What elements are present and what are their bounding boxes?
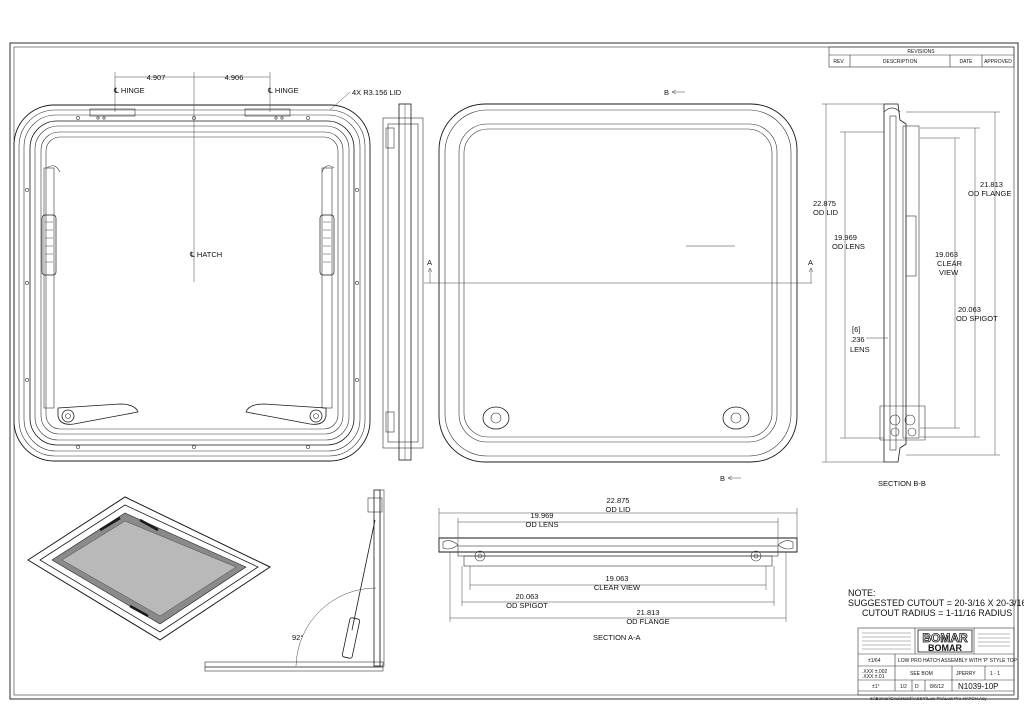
bomar-logo: BOMAR BOMAR — [917, 629, 973, 653]
strut-right — [319, 165, 335, 409]
section-b-od-lid-value: 22.875 — [813, 199, 836, 208]
section-a-right-marker: A — [808, 258, 813, 267]
section-b-od-lid-label: OD LID — [813, 208, 839, 217]
od-spigot-value: 20.063 — [958, 305, 981, 314]
drawing-border — [9, 42, 1019, 700]
section-a-title: SECTION A-A — [593, 633, 641, 642]
drawing-description: LOW PRO HATCH ASSEMBLY WITH 'P' STYLE TO… — [898, 658, 1018, 664]
section-b-od-lens-label: OD LENS — [832, 242, 865, 251]
note-line-1: SUGGESTED CUTOUT = 20-3/16 X 20-3/16 — [848, 598, 1024, 608]
section-a-od-spigot-label: OD SPIGOT — [506, 601, 548, 610]
top-view: 4.907 4.906 ℄ HINGE ℄ HINGE 4X R3.156 LI… — [13, 72, 402, 462]
section-a-clear-view-label: CLEAR VIEW — [594, 583, 641, 592]
screw-holes — [25, 116, 359, 449]
part-number: N1039-10P — [958, 682, 998, 691]
description-column-header: DESCRIPTION — [883, 59, 918, 65]
section-a-a: 22.875 OD LID 19.969 OD LENS 19.063 CLEA… — [438, 496, 798, 642]
hinge-spacing-left: 4.907 — [147, 73, 166, 82]
section-a-od-lid-value: 22.875 — [607, 496, 630, 505]
hinge-spacing-right: 4.906 — [225, 73, 244, 82]
latch-handle-right — [245, 403, 327, 425]
sheet-field: 1 - 1 — [990, 671, 1000, 677]
scale-field: 1/2 — [900, 684, 907, 690]
section-a-od-lens-label: OD LENS — [526, 520, 559, 529]
size-field: D — [915, 684, 919, 690]
latch-handle-left — [57, 403, 139, 425]
section-b-title: SECTION B-B — [878, 479, 926, 488]
hinge-right — [244, 108, 291, 117]
section-a-od-lid-label: OD LID — [605, 505, 631, 514]
clear-view-value: 19.063 — [935, 250, 958, 259]
lens-thickness-label: LENS — [850, 345, 870, 354]
section-a-od-flange-label: OD FLANGE — [626, 617, 669, 626]
section-a-clear-view-value: 19.063 — [606, 574, 629, 583]
bomar-logo-bottom: BOMAR — [928, 643, 962, 653]
rev-column-header: REV. — [833, 59, 844, 65]
title-block: BOMAR BOMAR ±1/64 LOW PRO HATCH ASSEMBLY… — [857, 627, 1018, 701]
side-elevation — [382, 103, 424, 461]
section-b-top-marker: B — [664, 88, 669, 97]
section-b-b: 22.875 OD LID 19.969 OD LENS 21.813 OD F… — [813, 103, 1011, 488]
note-heading: NOTE: — [848, 588, 876, 598]
approved-column-header: APPROVED — [984, 59, 1012, 65]
file-path: S:\Bomar\Gina\Hatch\ASSY\Low Pro\Low Pro… — [870, 696, 987, 701]
strut-left — [41, 165, 61, 409]
tolerance-angle: ±1° — [872, 684, 880, 690]
lid-latch-right — [722, 406, 750, 430]
section-a-left-marker: A — [427, 258, 432, 267]
tolerance-decimal-1: .XXX ±.002 — [862, 669, 887, 675]
lens-thickness-value: .236 — [850, 335, 865, 344]
section-b-od-lens-value: 19.969 — [834, 233, 857, 242]
open-side-view: 92° — [204, 489, 385, 672]
bomar-logo-top: BOMAR — [922, 631, 968, 645]
hinge-center-left: ℄ HINGE — [113, 86, 145, 95]
clear-view-label-1: CLEAR — [937, 259, 963, 268]
revision-block: REVISIONS REV. DESCRIPTION DATE APPROVED — [828, 46, 1015, 68]
section-a-od-spigot-value: 20.063 — [516, 592, 539, 601]
section-b-bottom-marker: B — [720, 474, 725, 483]
date-field: 8/6/12 — [930, 684, 944, 690]
drawn-by-field: JPERRY — [956, 671, 976, 677]
material-field: SEE BOM — [910, 671, 933, 677]
company-info-fineprint — [862, 632, 1010, 650]
section-a-od-lens-value: 19.969 — [531, 511, 554, 520]
note-block: NOTE: SUGGESTED CUTOUT = 20-3/16 X 20-3/… — [848, 588, 1024, 618]
front-view: B B A A — [424, 88, 814, 483]
hatch-centerline-label: ℄ HATCH — [189, 250, 222, 259]
tolerance-fraction: ±1/64 — [868, 658, 881, 664]
date-column-header: DATE — [960, 59, 974, 65]
revisions-title: REVISIONS — [907, 49, 935, 55]
tolerance-decimal-2: .XXX ±.01 — [862, 674, 885, 680]
od-flange-label: OD FLANGE — [968, 189, 1011, 198]
lid-latch-left — [482, 406, 510, 430]
opening-angle: 92° — [292, 633, 303, 642]
od-flange-value: 21.813 — [980, 180, 1003, 189]
hinge-center-right: ℄ HINGE — [267, 86, 299, 95]
clear-view-label-2: VIEW — [939, 268, 959, 277]
lid-radius-note: 4X R3.156 LID — [352, 88, 402, 97]
od-spigot-label: OD SPIGOT — [956, 314, 998, 323]
section-a-od-flange-value: 21.813 — [637, 608, 660, 617]
isometric-view — [27, 496, 272, 641]
lens-thickness-bracket: [6] — [852, 325, 860, 334]
hinge-left — [89, 108, 136, 117]
note-line-2: CUTOUT RADIUS = 1-11/16 RADIUS — [862, 608, 1012, 618]
